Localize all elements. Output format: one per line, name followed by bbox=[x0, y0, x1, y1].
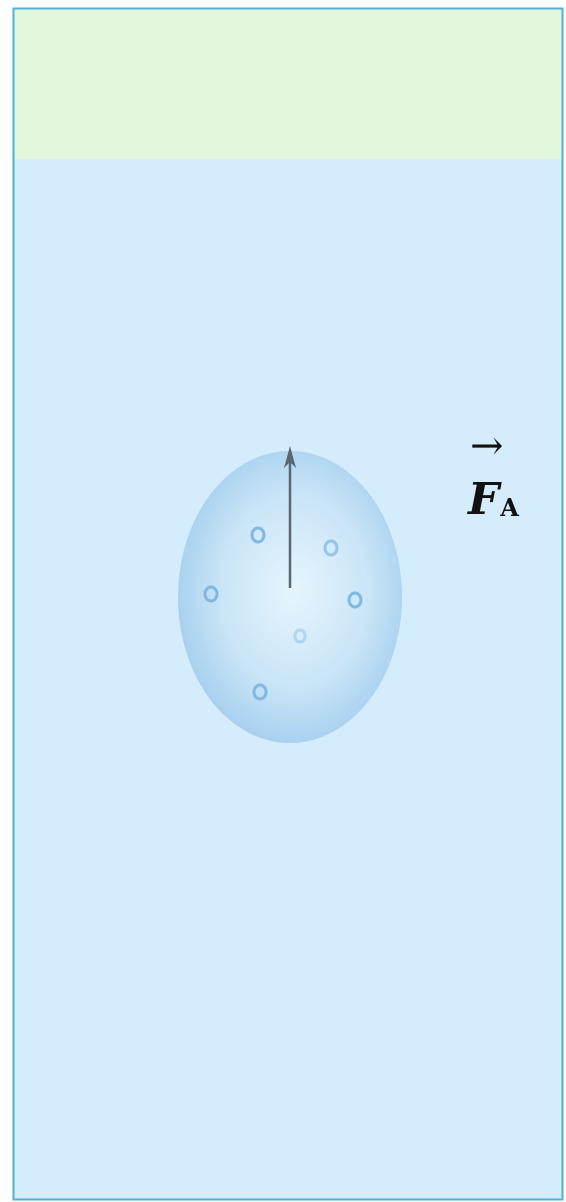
submerged-ball bbox=[178, 451, 402, 743]
bubble bbox=[250, 526, 266, 544]
air-region bbox=[14, 9, 563, 159]
bubble bbox=[323, 539, 339, 557]
buoyant-force-arrow bbox=[284, 446, 296, 588]
bubble bbox=[347, 591, 363, 609]
vector-arrow-icon: → bbox=[470, 423, 504, 469]
ball-bubbles bbox=[203, 526, 363, 701]
bubble bbox=[203, 585, 219, 603]
container-frame bbox=[12, 7, 564, 1201]
force-label: → FA bbox=[468, 426, 519, 522]
force-subscript: A bbox=[500, 493, 519, 522]
bubble bbox=[293, 628, 307, 644]
force-symbol: F bbox=[468, 474, 500, 525]
bubble bbox=[252, 683, 268, 701]
